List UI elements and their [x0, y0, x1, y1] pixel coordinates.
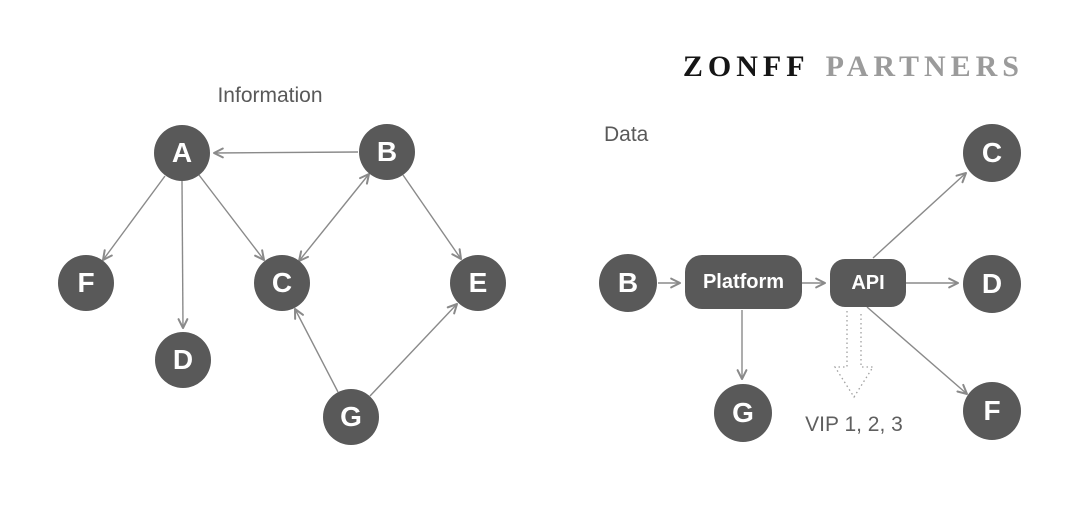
- edge-info-A-D: [177, 180, 189, 330]
- platform-box: Platform: [685, 255, 802, 309]
- information-title: Information: [217, 84, 323, 107]
- info-node-A: A: [154, 125, 210, 181]
- info-node-B: B: [359, 124, 415, 180]
- data-node-G: G: [714, 384, 772, 442]
- edge-info-B-E: [402, 174, 463, 261]
- info-node-G: G: [323, 389, 379, 445]
- dotted-vip-arrow: [833, 311, 875, 399]
- edge-info-G-C: [293, 307, 339, 393]
- edge-info-G-E: [369, 302, 459, 397]
- edge-info-C-B-bidirectional: [297, 172, 371, 263]
- api-box: API: [830, 259, 906, 307]
- edge-info-A-F: [101, 175, 166, 262]
- data-node-D: D: [963, 255, 1021, 313]
- info-node-D: D: [155, 332, 211, 388]
- edge-info-A-C: [198, 174, 266, 262]
- data-node-C: C: [963, 124, 1021, 182]
- data-node-F: F: [963, 382, 1021, 440]
- info-node-C: C: [254, 255, 310, 311]
- edge-data-api-F: [866, 306, 969, 396]
- edge-info-B-A: [212, 147, 359, 159]
- data-node-B: B: [599, 254, 657, 312]
- logo: ZONFF PARTNERS: [683, 50, 1024, 84]
- logo-word-partners: PARTNERS: [825, 50, 1024, 83]
- data-title: Data: [604, 123, 649, 146]
- info-node-F: F: [58, 255, 114, 311]
- edge-data-api-C: [872, 171, 968, 259]
- info-node-E: E: [450, 255, 506, 311]
- logo-word-zonff: ZONFF: [682, 50, 810, 83]
- vip-label: VIP 1, 2, 3: [805, 413, 903, 436]
